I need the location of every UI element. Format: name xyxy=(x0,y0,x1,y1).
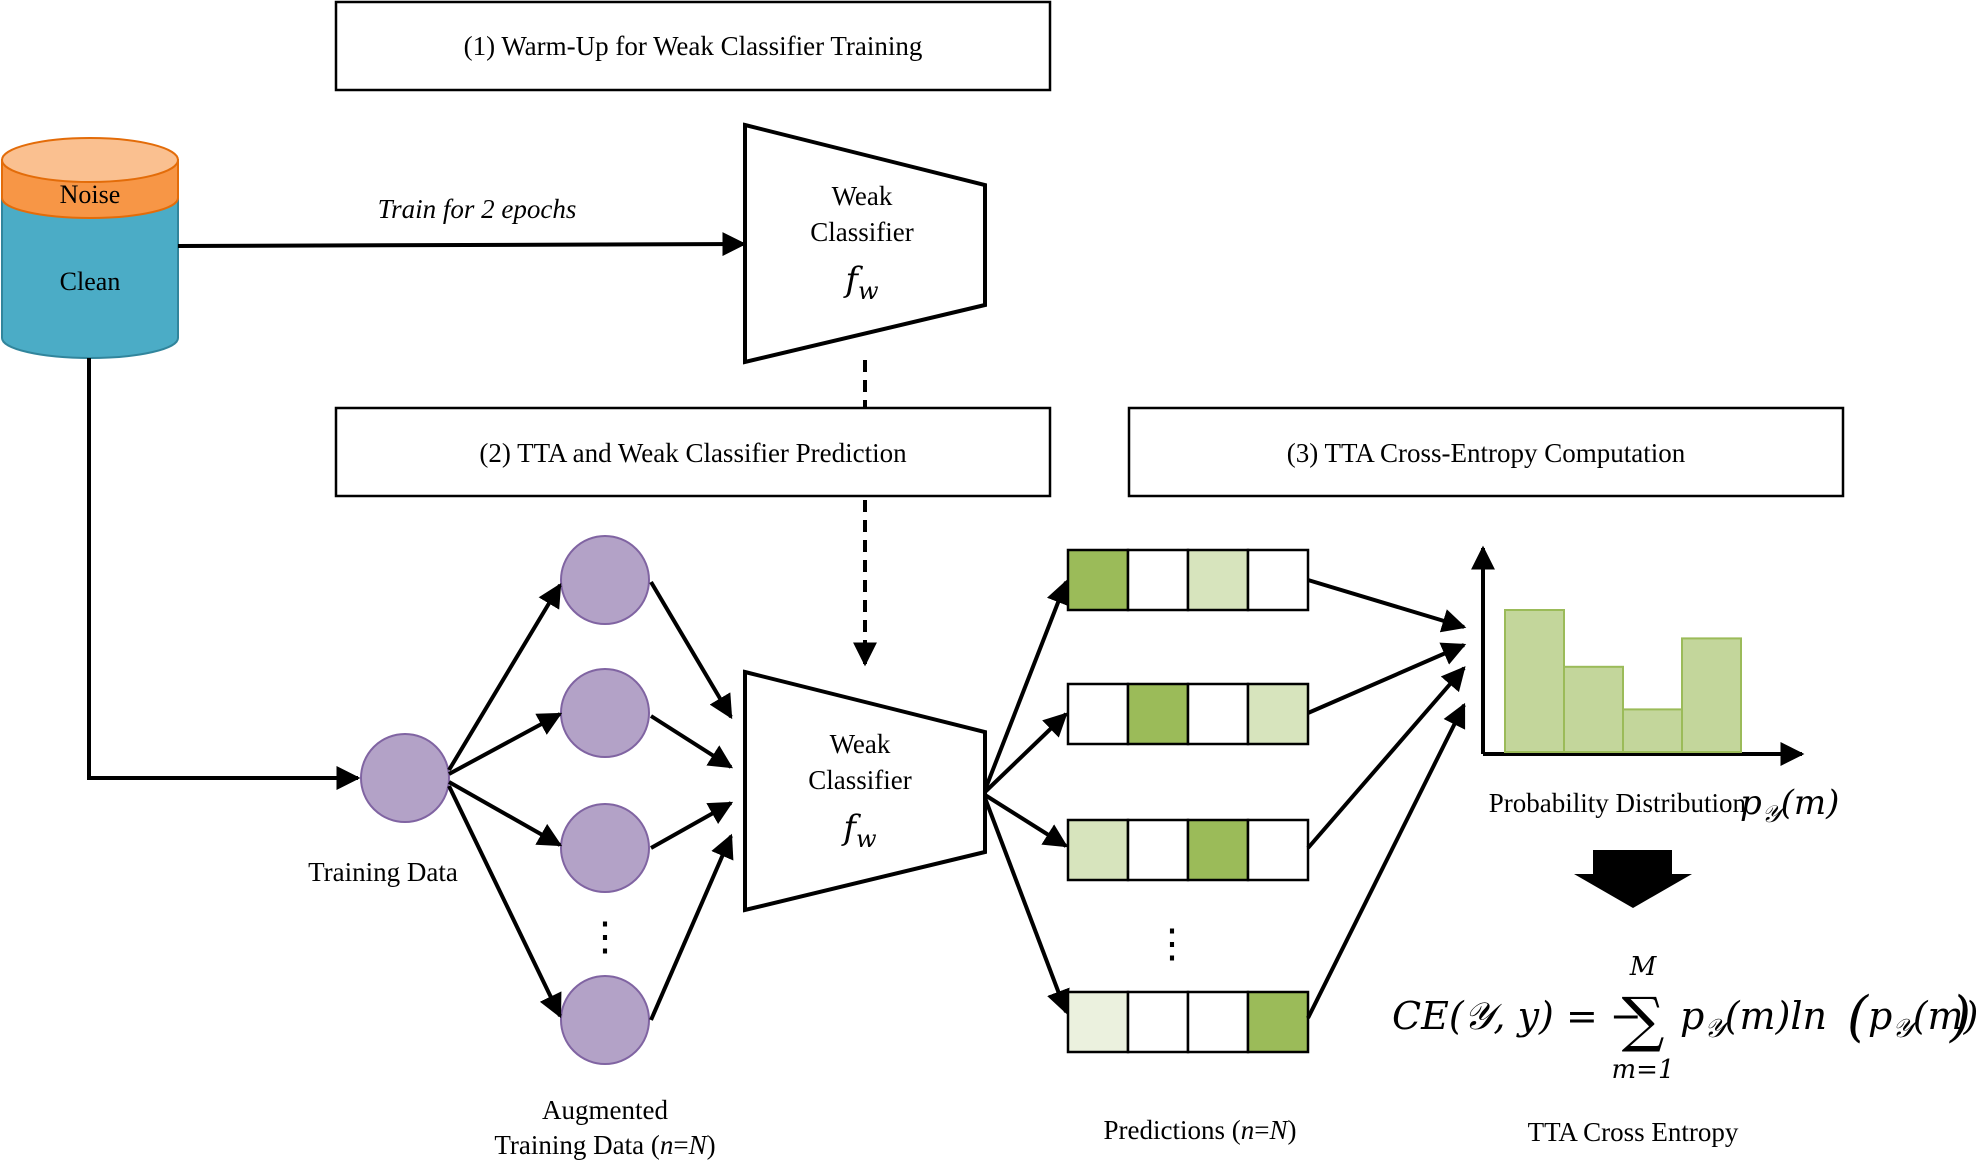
predictions-ellipsis: ⋮ xyxy=(1152,921,1192,966)
svg-text:p𝒴(m)ln: p𝒴(m)ln xyxy=(1680,994,1827,1044)
prediction-cell xyxy=(1186,818,1250,882)
prediction-cell xyxy=(1186,682,1250,746)
prob-dist-symbol: p𝒴(m) xyxy=(1740,783,1839,828)
train-label: Train for 2 epochs xyxy=(378,194,577,224)
augmented-node xyxy=(560,803,650,893)
prediction-row xyxy=(1066,548,1310,612)
augmented-node xyxy=(560,975,650,1065)
distribution-arrows xyxy=(1306,578,1467,1019)
augmented-label-line1: Augmented xyxy=(542,1095,668,1125)
clean-label: Clean xyxy=(60,267,121,296)
prediction-cell xyxy=(1246,990,1310,1054)
prediction-cell xyxy=(1186,990,1250,1054)
prediction-cell xyxy=(1066,818,1130,882)
prob-dist-label: Probability Distribution xyxy=(1489,788,1747,818)
probability-chart xyxy=(1471,545,1805,766)
predictions-label: Predictions (n=N) xyxy=(1104,1115,1297,1145)
svg-text:p𝒴(m): p𝒴(m) xyxy=(1868,994,1978,1044)
probability-bar xyxy=(1681,637,1742,754)
prediction-cell xyxy=(1246,548,1310,612)
prediction-cell xyxy=(1066,990,1130,1054)
prediction-cell xyxy=(1126,548,1190,612)
training-data-label: Training Data xyxy=(308,857,458,887)
svg-text:(: ( xyxy=(1847,985,1870,1048)
svg-text:): ) xyxy=(1949,985,1971,1048)
down-arrow-icon xyxy=(1574,850,1692,908)
weak-classifier-top: Weak Classifier fw xyxy=(743,122,987,365)
svg-text:(1) Warm-Up for Weak Classifie: (1) Warm-Up for Weak Classifier Training xyxy=(464,31,923,61)
prediction-cell xyxy=(1126,682,1190,746)
weak-classifier-bottom: Weak Classifier fw xyxy=(743,669,987,913)
augmented-node xyxy=(560,668,650,758)
dataset-cylinder: Noise Clean xyxy=(0,137,179,359)
svg-text:(3) TTA Cross-Entropy Computat: (3) TTA Cross-Entropy Computation xyxy=(1287,438,1686,468)
svg-text:CE(𝒴, y) = −: CE(𝒴, y) = − xyxy=(1392,994,1642,1038)
probability-bar xyxy=(1504,609,1565,753)
train-arrow xyxy=(177,232,747,257)
ce-formula: CE(𝒴, y) = − ∑ M m=1 p𝒴(m)ln ( p𝒴(m) ) xyxy=(1392,952,1978,1085)
prediction-cell xyxy=(1066,682,1130,746)
augmented-nodes: ⋮ xyxy=(560,535,650,1065)
augment-arrows xyxy=(447,582,563,1019)
svg-text:Classifier: Classifier xyxy=(808,765,911,795)
header-ce: (3) TTA Cross-Entropy Computation xyxy=(1127,406,1845,498)
classifier-input-arrows xyxy=(649,580,734,1021)
clean-data-path xyxy=(87,358,361,790)
svg-text:(2) TTA and Weak Classifier Pr: (2) TTA and Weak Classifier Prediction xyxy=(479,438,907,468)
prediction-cell xyxy=(1126,818,1190,882)
prediction-cell xyxy=(1246,818,1310,882)
prediction-cell xyxy=(1066,548,1130,612)
svg-text:m=1: m=1 xyxy=(1612,1055,1675,1085)
prediction-row xyxy=(1066,682,1310,746)
prediction-cell xyxy=(1186,548,1250,612)
prediction-cell xyxy=(1246,682,1310,746)
probability-bar xyxy=(1563,665,1624,753)
prediction-row xyxy=(1066,818,1310,882)
prediction-arrows xyxy=(983,579,1070,1015)
header-tta: (2) TTA and Weak Classifier Prediction xyxy=(334,406,1052,498)
augmented-node xyxy=(560,535,650,625)
svg-text:Weak: Weak xyxy=(832,181,893,211)
svg-text:Classifier: Classifier xyxy=(810,217,913,247)
probability-bar xyxy=(1622,708,1683,754)
prediction-rows xyxy=(1066,548,1310,1054)
augmented-label-line2: Training Data (n=N) xyxy=(494,1130,715,1160)
training-data-node xyxy=(360,733,450,823)
prediction-cell xyxy=(1126,990,1190,1054)
noise-label: Noise xyxy=(60,180,121,209)
svg-text:Weak: Weak xyxy=(830,729,891,759)
prediction-row xyxy=(1066,990,1310,1054)
tta-ce-label: TTA Cross Entropy xyxy=(1528,1117,1739,1147)
svg-text:∑: ∑ xyxy=(1622,985,1665,1055)
svg-text:M: M xyxy=(1629,952,1658,982)
header-warmup: (1) Warm-Up for Weak Classifier Training xyxy=(334,0,1052,92)
augmented-ellipsis: ⋮ xyxy=(585,914,625,959)
